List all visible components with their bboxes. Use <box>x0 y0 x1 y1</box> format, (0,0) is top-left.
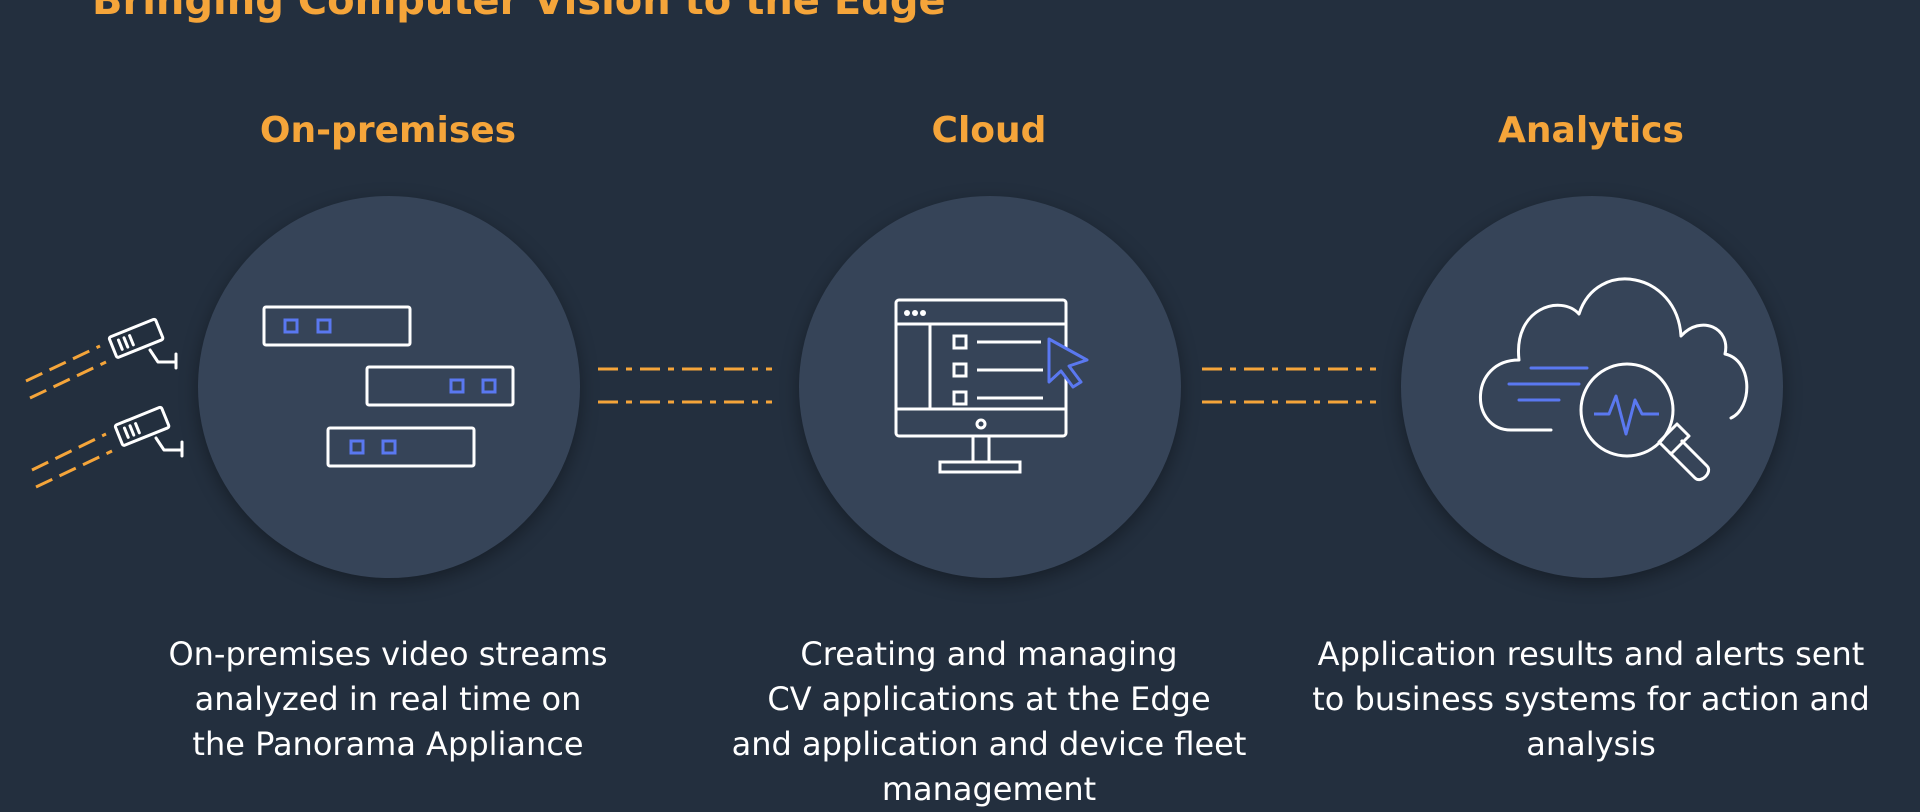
magnifier-icon <box>1579 362 1710 481</box>
monitor-dashboard-icon <box>894 298 1089 474</box>
cursor-icon <box>1047 337 1089 389</box>
circle-cloud <box>799 196 1181 578</box>
desc-line: CV applications at the Edge <box>767 680 1211 718</box>
camera-motion-lines <box>25 344 107 400</box>
desc-line: analysis <box>1526 725 1656 763</box>
dashed-connector-2 <box>1202 367 1376 404</box>
desc-cloud: Creating and managing CV applications at… <box>709 632 1269 812</box>
desc-line: to business systems for action and <box>1312 680 1870 718</box>
desc-line: management <box>881 770 1097 808</box>
heading-analytics: Analytics <box>1498 110 1684 151</box>
dashed-connector-1 <box>598 367 772 404</box>
camera-motion-lines <box>31 432 113 489</box>
desc-line: the Panorama Appliance <box>192 725 584 763</box>
heading-on-premises: On-premises <box>259 110 517 151</box>
desc-line: Application results and alerts sent <box>1317 635 1865 673</box>
heading-cloud: Cloud <box>931 110 1047 151</box>
security-camera-icon <box>107 317 178 370</box>
desc-line: Creating and managing <box>800 635 1178 673</box>
desc-on-premises: On-premises video streams analyzed in re… <box>108 632 668 767</box>
security-camera-icon <box>113 405 184 458</box>
desc-line: and application and device fleet <box>731 725 1247 763</box>
page-title: Bringing Computer Vision to the Edge <box>92 0 946 24</box>
cloud-analytics-icon <box>1478 277 1749 481</box>
circle-analytics <box>1401 196 1783 578</box>
desc-analytics: Application results and alerts sent to b… <box>1311 632 1871 767</box>
circle-on-premises <box>198 196 580 578</box>
desc-line: analyzed in real time on <box>194 680 582 718</box>
server-rack-icon <box>262 305 515 468</box>
desc-line: On-premises video streams <box>168 635 608 673</box>
